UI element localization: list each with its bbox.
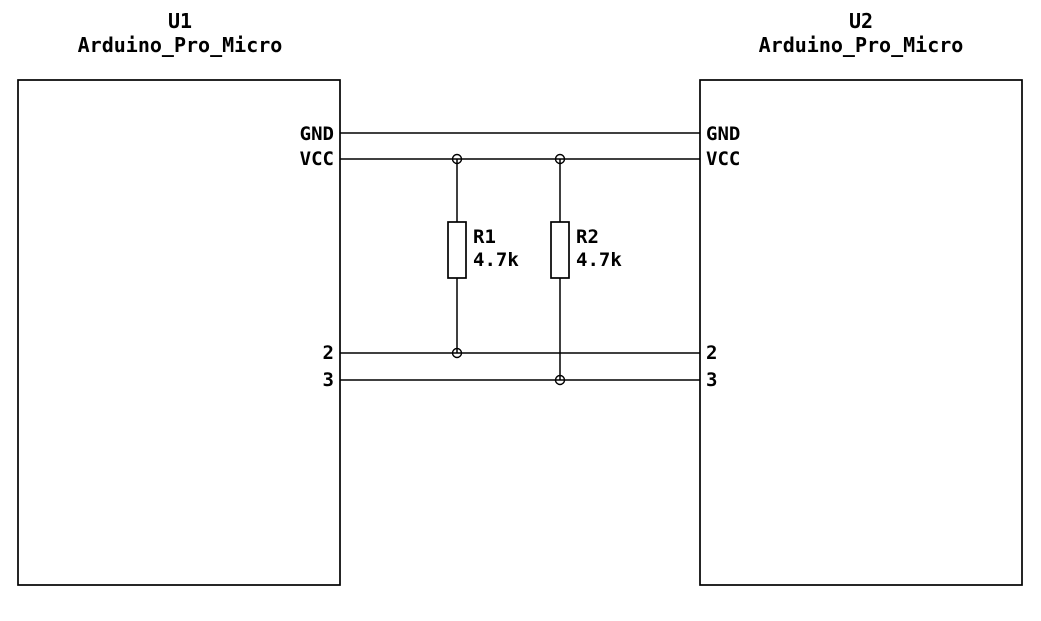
component-u1: U1 Arduino_Pro_Micro GND VCC 2 3 — [17, 9, 341, 586]
u1-reference: U1 — [168, 9, 192, 33]
u1-pin-gnd-label: GND — [300, 123, 334, 145]
u1-pin-vcc-label: VCC — [300, 148, 334, 170]
r2-reference: R2 — [576, 226, 599, 248]
r2-value: 4.7k — [576, 249, 622, 271]
u2-value: Arduino_Pro_Micro — [759, 33, 964, 57]
u1-pin-3-label: 3 — [323, 369, 334, 391]
u2-pin-3-label: 3 — [706, 369, 717, 391]
r1-value: 4.7k — [473, 249, 519, 271]
junction-vcc-r1 — [451, 153, 463, 165]
junction-net3-r2 — [554, 374, 566, 386]
r1-reference: R1 — [473, 226, 496, 248]
u2-body — [699, 79, 1023, 586]
u1-pin-2-label: 2 — [323, 342, 334, 364]
component-r1: R1 4.7k — [447, 159, 519, 353]
u2-pin-2-label: 2 — [706, 342, 717, 364]
r1-body — [447, 221, 467, 279]
r2-body — [550, 221, 570, 279]
u2-pin-vcc-label: VCC — [706, 148, 740, 170]
u2-reference: U2 — [849, 9, 873, 33]
u1-body — [17, 79, 341, 586]
u2-pin-gnd-label: GND — [706, 123, 740, 145]
component-u2: U2 Arduino_Pro_Micro GND VCC 2 3 — [699, 9, 1023, 586]
component-r2: R2 4.7k — [550, 159, 622, 380]
u1-value: Arduino_Pro_Micro — [78, 33, 283, 57]
junction-net2-r1 — [451, 347, 463, 359]
junction-vcc-r2 — [554, 153, 566, 165]
